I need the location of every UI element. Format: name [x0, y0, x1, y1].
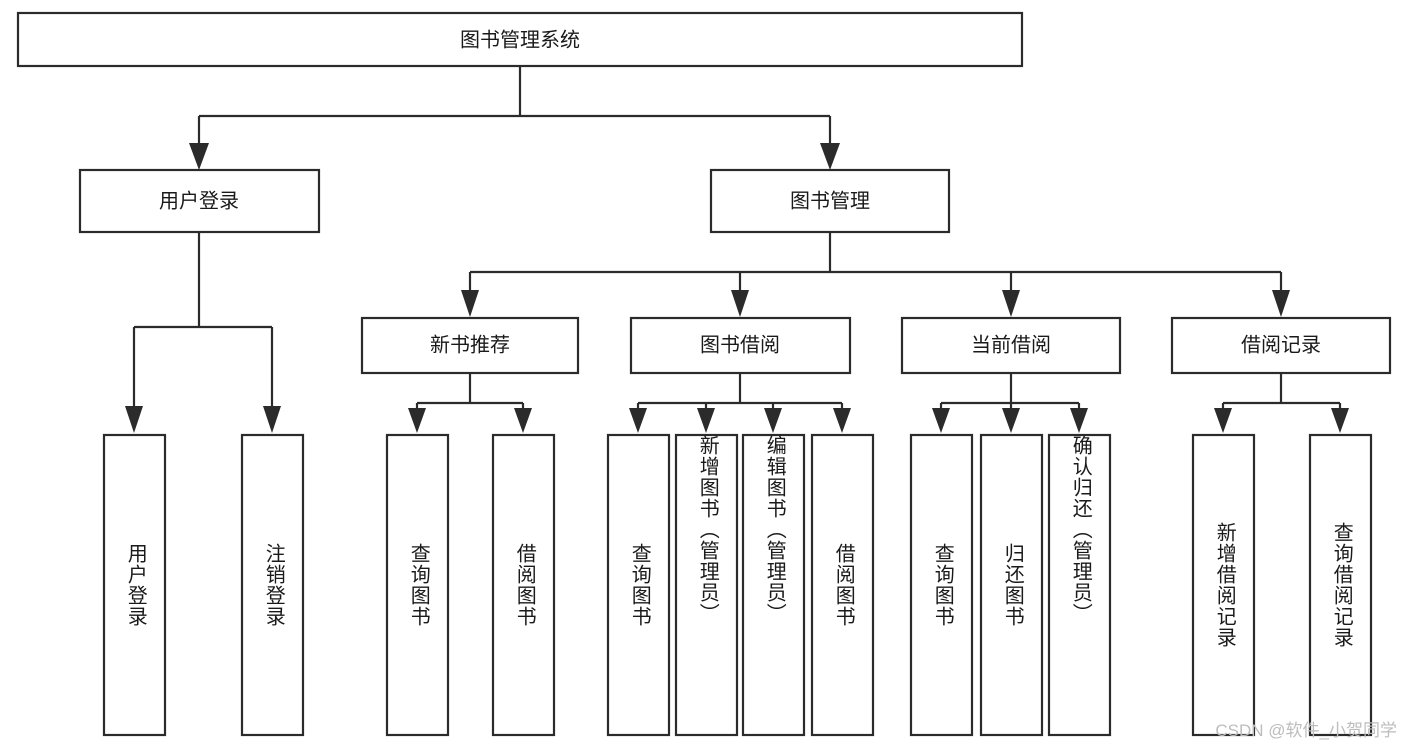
node-leaf-query-book-2-box[interactable] — [606, 433, 671, 737]
node-leaf-edit-book-box[interactable] — [741, 433, 806, 737]
node-user-login[interactable]: 用户登录 — [78, 168, 321, 234]
node-current-borrow[interactable]: 当前借阅 — [900, 316, 1122, 375]
arrow-head-book-management — [820, 143, 840, 170]
arrow-head-leaf-add-record — [1214, 408, 1232, 433]
node-leaf-query-record-box[interactable] — [1308, 433, 1373, 737]
arrow-head-leaf-borrow-book-1 — [514, 408, 532, 433]
arrow-head-leaf-query-record — [1331, 408, 1349, 433]
node-leaf-borrow-book-1-box[interactable] — [491, 433, 556, 737]
node-leaf-return-book-box[interactable] — [979, 433, 1044, 737]
watermark: CSDN @软件_小贺同学 — [1215, 721, 1397, 740]
node-leaf-add-book-box[interactable] — [674, 433, 739, 737]
arrow-head-leaf-edit-book — [764, 408, 782, 433]
node-new-book-recommend-label: 新书推荐 — [430, 333, 510, 356]
node-leaf-confirm-return-box[interactable] — [1047, 433, 1112, 737]
node-root[interactable]: 图书管理系统 — [16, 11, 1024, 68]
node-book-management[interactable]: 图书管理 — [709, 168, 951, 234]
node-root-box[interactable] — [16, 11, 1024, 68]
arrow-head-leaf-return-book — [1002, 408, 1020, 433]
connector-group-new-book-recommend — [408, 373, 532, 433]
node-leaf-user-login-box[interactable] — [102, 433, 167, 737]
arrow-head-leaf-user-login — [125, 406, 143, 433]
node-book-management-label: 图书管理 — [790, 189, 870, 212]
node-current-borrow-box[interactable] — [900, 316, 1122, 375]
node-leaf-user-logout-box[interactable] — [240, 433, 305, 737]
connector-group-user-login — [125, 232, 281, 433]
node-leaf-query-book-3-box[interactable] — [909, 433, 974, 737]
arrow-head-new-book-recommend — [461, 290, 479, 317]
node-new-book-recommend[interactable]: 新书推荐 — [360, 316, 580, 375]
arrow-head-current-borrow — [1002, 290, 1020, 317]
connector-group-borrow-record — [1214, 373, 1349, 433]
node-new-book-recommend-box[interactable] — [360, 316, 580, 375]
arrow-head-leaf-query-book-3 — [932, 408, 950, 433]
node-leaf-add-record-box[interactable] — [1191, 433, 1256, 737]
node-user-login-label: 用户登录 — [159, 189, 239, 212]
arrow-head-leaf-confirm-return — [1070, 408, 1088, 433]
node-current-borrow-label: 当前借阅 — [971, 333, 1051, 356]
arrow-head-borrow-record — [1272, 290, 1290, 317]
arrow-head-user-login — [189, 143, 209, 170]
node-book-borrow[interactable]: 图书借阅 — [629, 316, 852, 375]
arrow-head-leaf-query-book-2 — [629, 408, 647, 433]
node-book-borrow-label: 图书借阅 — [700, 333, 780, 356]
connector-group-root — [189, 66, 840, 170]
node-leaf-borrow-book-2-box[interactable] — [810, 433, 875, 737]
arrow-head-leaf-query-book-1 — [408, 408, 426, 433]
connector-group-book-management — [461, 232, 1290, 317]
connector-group-book-borrow — [629, 373, 851, 433]
node-borrow-record[interactable]: 借阅记录 — [1170, 316, 1392, 375]
arrow-head-leaf-user-logout — [263, 406, 281, 433]
arrow-head-book-borrow — [731, 290, 749, 317]
node-user-login-box[interactable] — [78, 168, 321, 234]
node-borrow-record-box[interactable] — [1170, 316, 1392, 375]
arrow-head-leaf-borrow-book-2 — [833, 408, 851, 433]
connector-group-current-borrow — [932, 373, 1088, 433]
node-root-label: 图书管理系统 — [460, 28, 580, 51]
node-book-borrow-box[interactable] — [629, 316, 852, 375]
node-borrow-record-label: 借阅记录 — [1241, 333, 1321, 356]
node-leaf-query-book-1-box[interactable] — [385, 433, 450, 737]
arrow-head-leaf-add-book — [697, 408, 715, 433]
node-book-management-box[interactable] — [709, 168, 951, 234]
